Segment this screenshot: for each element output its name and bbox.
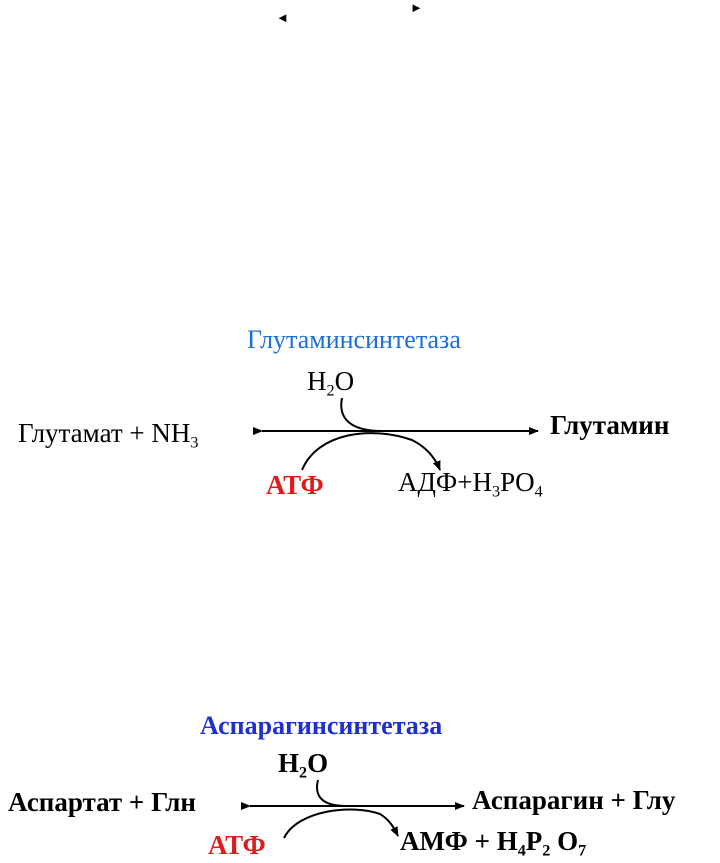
reaction2-water-h: H <box>278 748 300 778</box>
reaction1-water-sub: 2 <box>326 381 335 400</box>
reaction1-cofactor: АТФ <box>266 470 324 500</box>
reaction1-product: Глутамин <box>550 410 670 440</box>
right-arrowhead-icon: ► <box>410 0 423 15</box>
reaction1-substrate-sub: 3 <box>190 433 199 452</box>
reaction2-atp-curve <box>283 808 399 839</box>
reaction1-water-curve <box>340 397 383 432</box>
reaction2-substrate: Аспартат + Глн <box>8 787 196 817</box>
reaction1-substrate: Глутамат + NH3 <box>18 418 199 452</box>
reaction1-byproduct-sub1: 3 <box>491 482 501 501</box>
reaction1-enzyme: Глутаминсинтетаза <box>247 325 461 354</box>
reaction1-byproduct-b: PO <box>500 467 535 497</box>
reaction2-byproduct-a: АМФ + H <box>400 826 518 856</box>
reaction2-byproduct-c: O <box>550 826 579 856</box>
reaction1-atp-curve <box>301 432 441 471</box>
reaction2-product: Аспарагин + Глу <box>472 785 676 815</box>
reaction1-byproduct-a: АДФ+H <box>398 467 492 497</box>
reaction1-byproduct-sub2: 4 <box>534 482 543 501</box>
reaction2-byproduct-sub1: 4 <box>517 841 526 860</box>
reaction1-water-o: O <box>334 366 355 396</box>
reaction2-enzyme: Аспарагинсинтетаза <box>200 711 443 740</box>
reaction2-byproduct-b: P <box>525 826 543 856</box>
reaction2-byproduct: АМФ + H4P2 O7 <box>400 826 587 860</box>
reaction2-byproduct-sub3: 7 <box>578 841 587 860</box>
reaction2-cofactor: АТФ <box>208 830 266 860</box>
reaction2-water-o: O <box>307 748 329 778</box>
reaction1-substrate-text: Глутамат + NH <box>18 418 191 448</box>
reaction1-byproduct: АДФ+H3PO4 <box>398 467 543 501</box>
reaction2-water: H2O <box>278 748 329 782</box>
reaction1-water-h: H <box>307 366 327 396</box>
reaction2-byproduct-sub2: 2 <box>542 841 551 860</box>
reaction1-arrows <box>253 397 539 471</box>
reaction2-water-curve <box>316 779 347 807</box>
reaction2-arrows <box>241 779 465 839</box>
reaction2-water-sub: 2 <box>299 763 308 782</box>
reaction1-water: H2O <box>307 366 355 400</box>
left-arrowhead-icon: ◄ <box>276 10 289 25</box>
